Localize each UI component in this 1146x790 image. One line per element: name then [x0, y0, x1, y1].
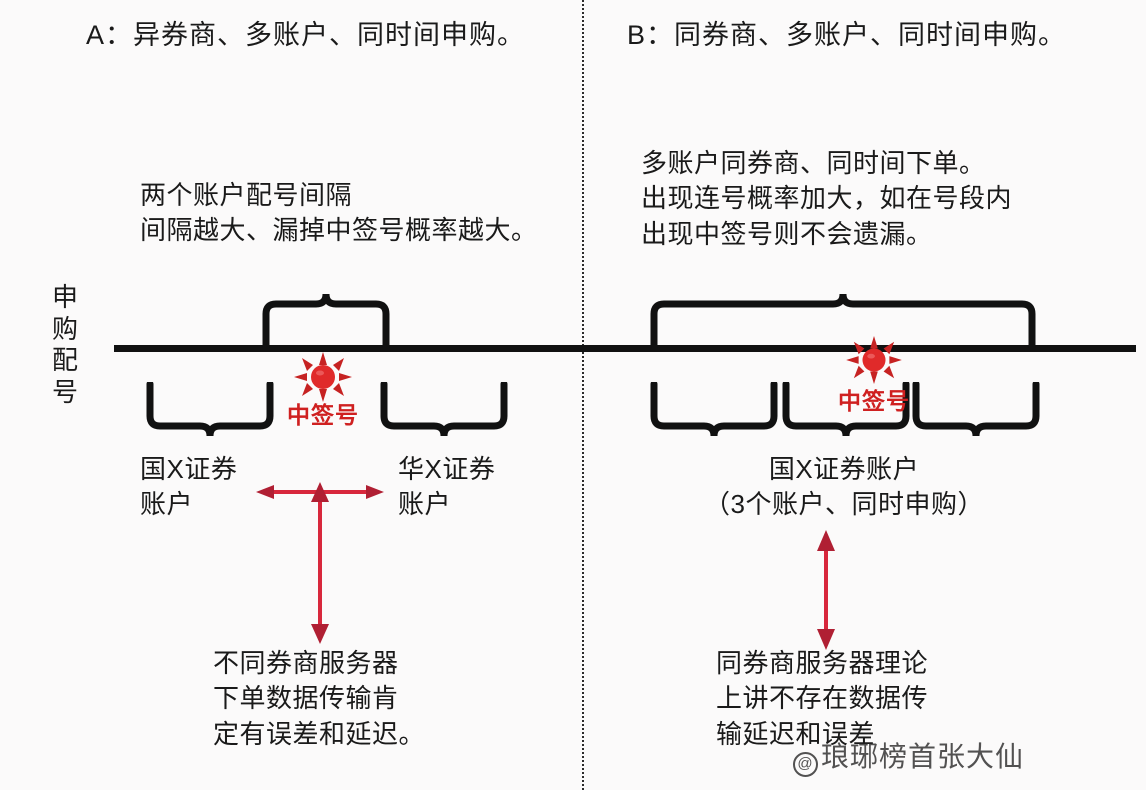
brace-gap-upper-left [262, 293, 390, 348]
account-label-guox: 国X证券 账户 [140, 454, 238, 519]
panel-divider [582, 0, 584, 790]
sunburst-star-icon [294, 352, 352, 402]
account-label-huax: 华X证券 账户 [398, 454, 496, 519]
watermark: @琅琊榜首张大仙 [793, 735, 1024, 777]
brace-account-guox [146, 382, 274, 437]
axis-label-char-3: 配 [51, 345, 78, 376]
brace-gap-upper-right [650, 293, 1036, 348]
panel-b-title: B：同券商、多账户、同时间申购。 [627, 20, 1067, 50]
brace-account-1 [650, 382, 778, 437]
axis-label-char-2: 购 [51, 313, 78, 344]
panel-b-note: 同券商服务器理论 上讲不存在数据传 输延迟和误差 [716, 648, 929, 749]
watermark-text: 琅琊榜首张大仙 [821, 741, 1025, 772]
winning-number-label-left: 中签号 [287, 402, 359, 428]
winning-number-marker-right [846, 336, 902, 389]
axis-label-char-1: 申 [51, 282, 78, 312]
panel-b-description: 多账户同券商、同时间下单。 出现连号概率加大，如在号段内 出现中签号则不会遗漏。 [641, 148, 1013, 249]
panel-a-note: 不同券商服务器 下单数据传输肯 定有误差和延迟。 [213, 648, 426, 749]
winning-number-label-right: 中签号 [838, 388, 910, 414]
brace-account-2 [782, 382, 910, 437]
delay-arrow-right [817, 530, 835, 650]
panel-a-title: A：异券商、多账户、同时间申购。 [86, 20, 526, 50]
brace-account-huax [380, 382, 508, 437]
account-label-guox-multi: 国X证券账户 （3个账户、同时申购） [704, 454, 984, 519]
axis-vertical-label: 申 购 配 号 [48, 282, 82, 409]
sunburst-star-icon [846, 336, 902, 384]
brace-account-3 [912, 382, 1040, 437]
winning-number-marker-left [294, 352, 352, 407]
watermark-at-icon: @ [793, 752, 818, 777]
axis-label-char-4: 号 [51, 377, 78, 408]
delay-arrow-left [256, 482, 384, 644]
allocation-number-axis [114, 345, 1136, 352]
panel-a-description: 两个账户配号间隔 间隔越大、漏掉中签号概率越大。 [140, 180, 538, 246]
